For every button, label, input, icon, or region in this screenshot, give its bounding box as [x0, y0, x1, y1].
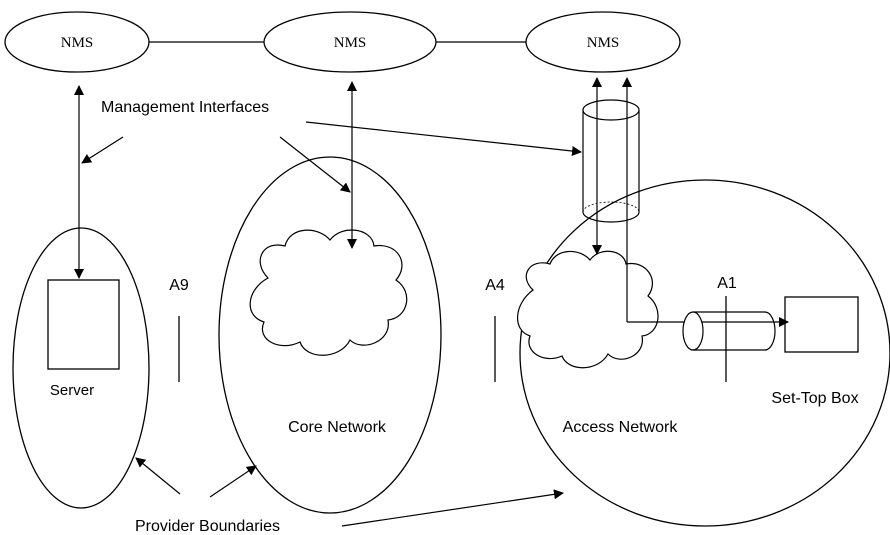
nms-right: NMS	[525, 11, 681, 73]
pb-pointer-server	[135, 457, 181, 495]
a9-label: A9	[169, 277, 189, 294]
nms-left-label: NMS	[61, 35, 94, 51]
nms-left: NMS	[4, 11, 150, 73]
a4-label: A4	[485, 277, 505, 294]
set-top-box	[784, 296, 859, 353]
access-network-label: Access Network	[563, 419, 679, 436]
set-top-box-label: Set-Top Box	[771, 390, 858, 407]
access-network-cloud-icon	[516, 250, 659, 369]
a1-label: A1	[717, 275, 737, 292]
provider-boundaries-label: Provider Boundaries	[135, 518, 280, 535]
management-interfaces-label: Management Interfaces	[101, 99, 269, 116]
core-network-label: Core Network	[288, 419, 387, 436]
core-network-cloud-icon	[249, 229, 408, 356]
nms-right-label: NMS	[587, 35, 620, 51]
server-label: Server	[50, 382, 94, 399]
access-network-domain	[519, 179, 890, 527]
mi-pointer-access	[305, 121, 582, 156]
a1-cylinder	[682, 311, 776, 351]
nms-center-label: NMS	[334, 35, 367, 51]
pb-pointer-core	[209, 465, 257, 498]
nms-center: NMS	[263, 11, 437, 73]
server-box	[47, 279, 120, 370]
mi-pointer-core	[279, 136, 351, 193]
pb-pointer-access	[341, 489, 564, 527]
mi-pointer-server	[81, 136, 124, 164]
core-network-domain	[218, 156, 442, 514]
